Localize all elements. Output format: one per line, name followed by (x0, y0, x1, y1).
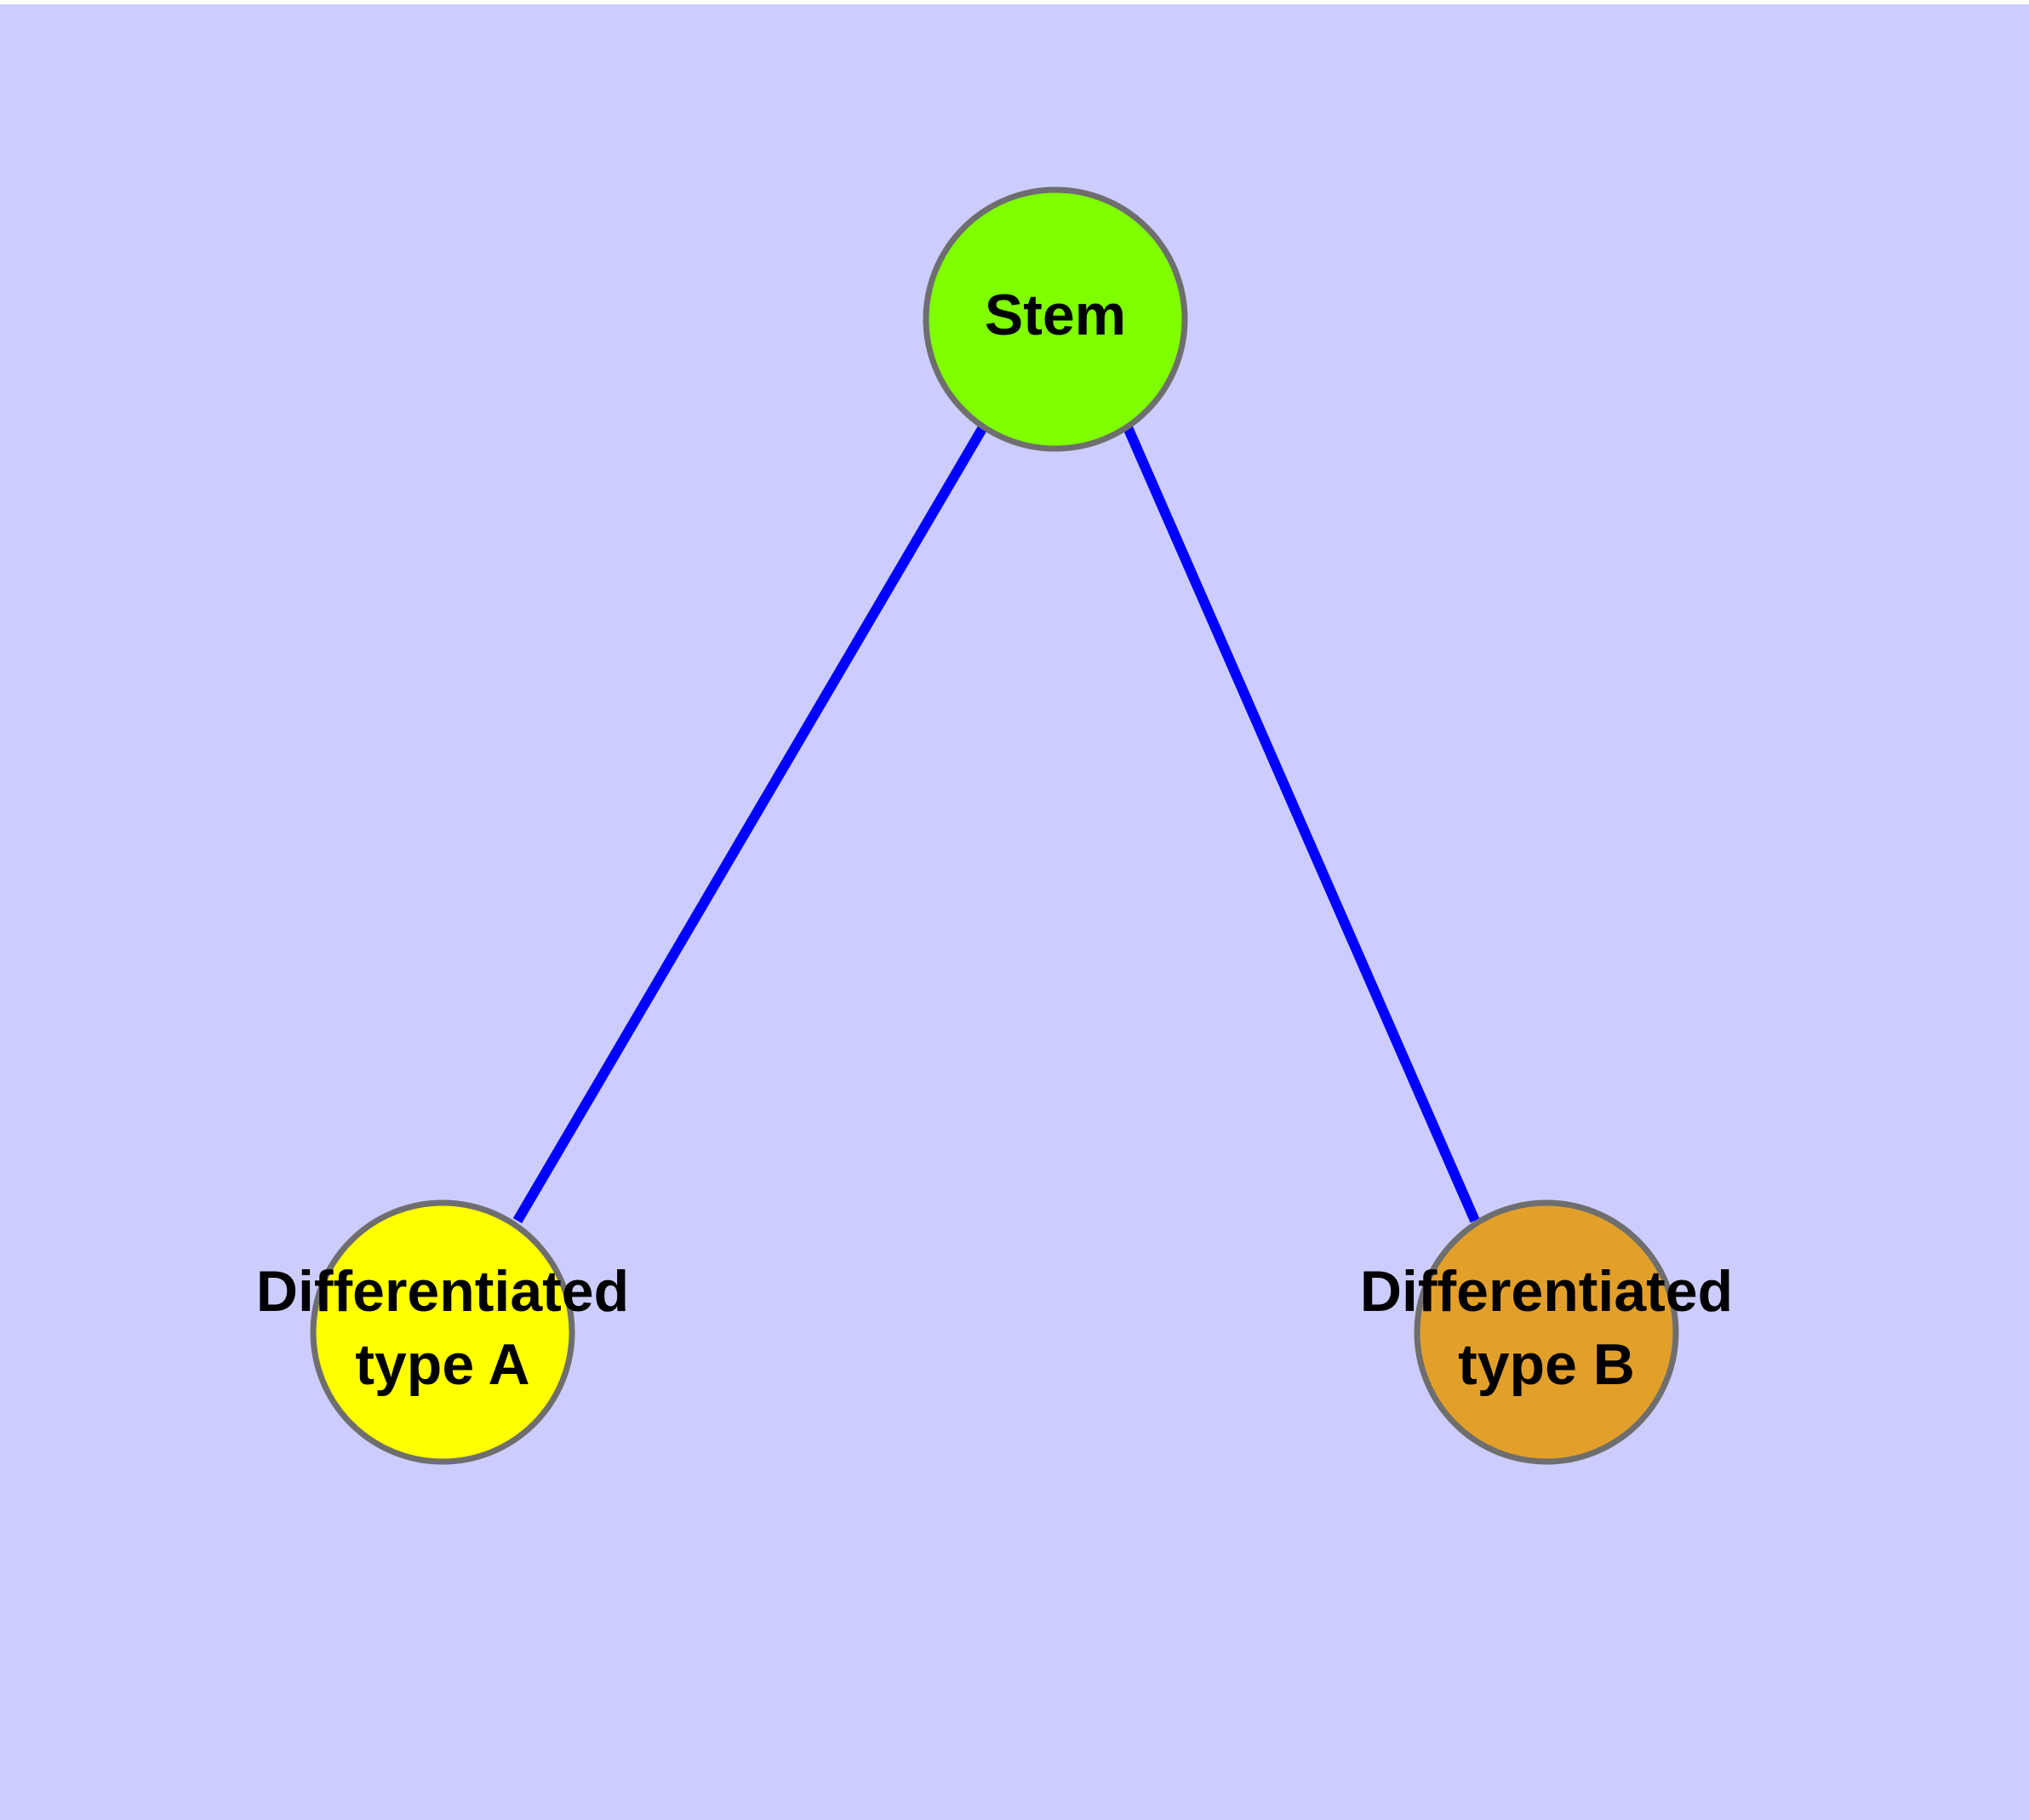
edges-group (512, 424, 1480, 1224)
node-stem-circle[interactable] (923, 186, 1188, 452)
node-diff-b-circle[interactable] (1414, 1199, 1679, 1465)
node-diff-b[interactable] (1414, 1199, 1679, 1465)
node-stem[interactable] (923, 186, 1188, 452)
node-labels-group: Stem Differentiated type A Differentiate… (256, 283, 1733, 1397)
node-stem-label: Stem (985, 283, 1126, 347)
edge-stem-to-diff-a[interactable] (512, 424, 988, 1224)
nodes-group (310, 186, 1679, 1465)
node-diff-b-label-line1: Differentiated (1360, 1259, 1733, 1324)
node-diff-a-label-line2: type A (355, 1332, 529, 1397)
node-diff-a-label-line1: Differentiated (256, 1259, 629, 1324)
edge-stem-to-diff-b[interactable] (1123, 425, 1480, 1223)
node-diff-a[interactable] (310, 1199, 575, 1465)
node-diff-b-label-line2: type B (1458, 1332, 1635, 1397)
top-white-strip (0, 0, 2029, 4)
node-diff-a-circle[interactable] (310, 1199, 575, 1465)
